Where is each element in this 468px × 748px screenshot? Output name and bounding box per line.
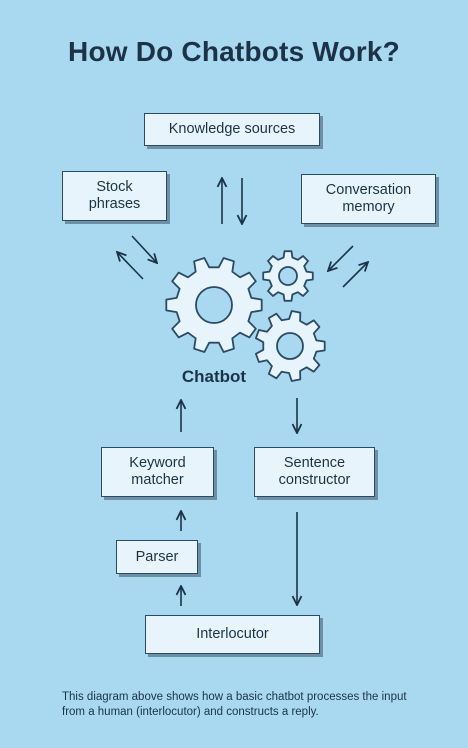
knowledge-sources-box: Knowledge sources (144, 113, 320, 146)
gear-icon (262, 250, 314, 302)
diagram-caption: This diagram above shows how a basic cha… (62, 691, 407, 718)
stock-phrases-box: Stock phrases (62, 171, 167, 221)
memory-arrows (328, 245, 368, 288)
arrow-up-right-icon (342, 262, 368, 288)
chatbot-label: Chatbot (181, 367, 247, 386)
parser-box: Parser (116, 540, 198, 574)
knowledge-arrows (222, 178, 242, 224)
keyword-matcher-box: Keyword matcher (101, 447, 214, 497)
chatbot-gears (165, 250, 326, 382)
flow-arrows (181, 398, 297, 606)
sentence-constructor-box: Sentence constructor (254, 447, 375, 497)
stock-phrases-arrows (117, 235, 157, 280)
gear-icon (255, 310, 326, 382)
arrow-down-left-icon (328, 245, 354, 271)
knowledge-sources-label: Knowledge sources (168, 121, 296, 137)
page-title: How Do Chatbots Work? (68, 36, 400, 67)
keyword-matcher-label: Keyword matcher (129, 455, 186, 488)
conversation-memory-box: Conversation memory (301, 174, 436, 224)
stock-phrases-label: Stock phrases (88, 179, 141, 212)
interlocutor-box: Interlocutor (145, 615, 320, 654)
interlocutor-label: Interlocutor (196, 626, 269, 642)
conversation-memory-label: Conversation memory (325, 182, 412, 215)
parser-label: Parser (135, 548, 179, 565)
sentence-constructor-label: Sentence constructor (278, 455, 351, 488)
arrow-down-right-icon (131, 235, 157, 263)
gear-icon (165, 257, 263, 353)
arrow-up-left-icon (117, 252, 144, 280)
